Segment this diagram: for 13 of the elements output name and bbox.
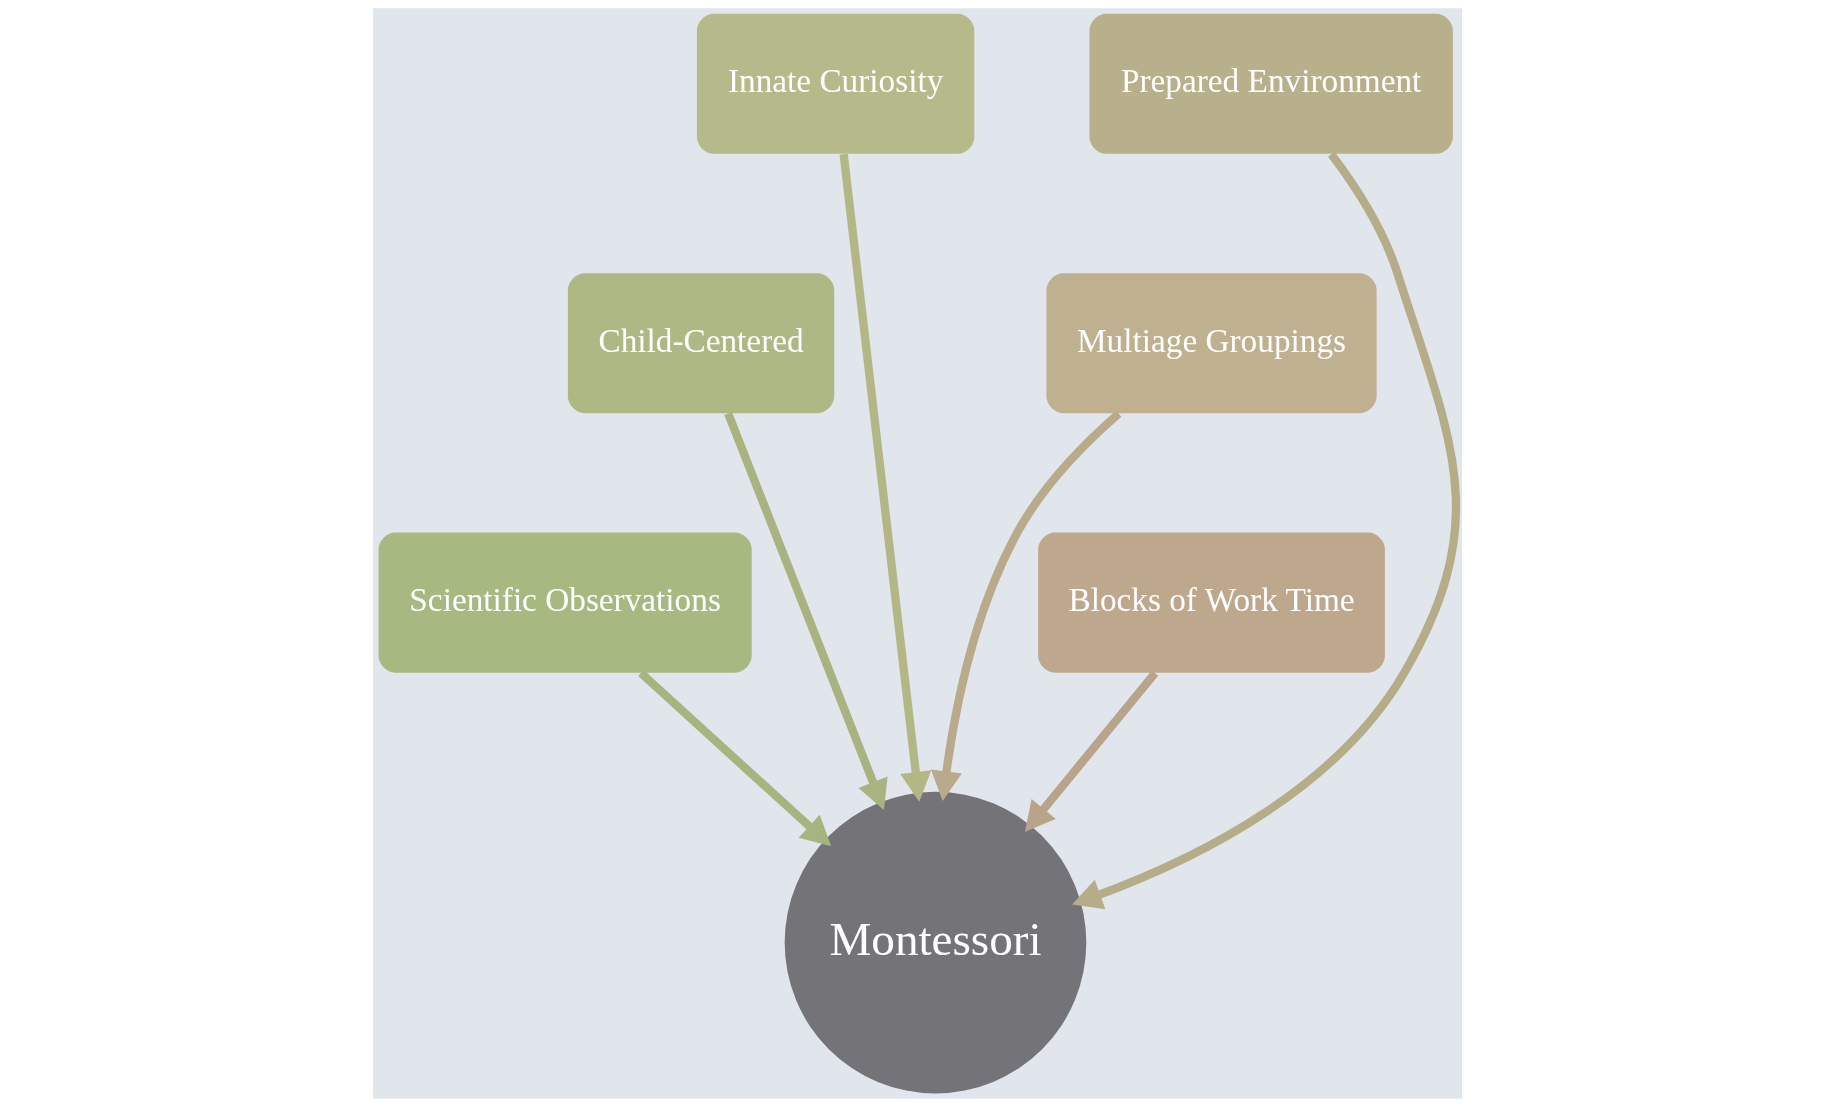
node-box: Innate Curiosity [696, 13, 975, 154]
node-box: Prepared Environment [1089, 13, 1453, 154]
arrow [724, 412, 888, 810]
node-box: Scientific Observations [378, 532, 752, 673]
arrow [638, 669, 832, 847]
node-circle: Montessori [784, 791, 1087, 1094]
node-box: Blocks of Work Time [1038, 532, 1385, 673]
node-box: Multiage Groupings [1046, 273, 1377, 414]
arrow [1024, 670, 1159, 832]
arrow [1072, 151, 1460, 910]
arrow [839, 153, 932, 802]
arrow [930, 410, 1122, 801]
node-box: Child-Centered [567, 273, 835, 414]
